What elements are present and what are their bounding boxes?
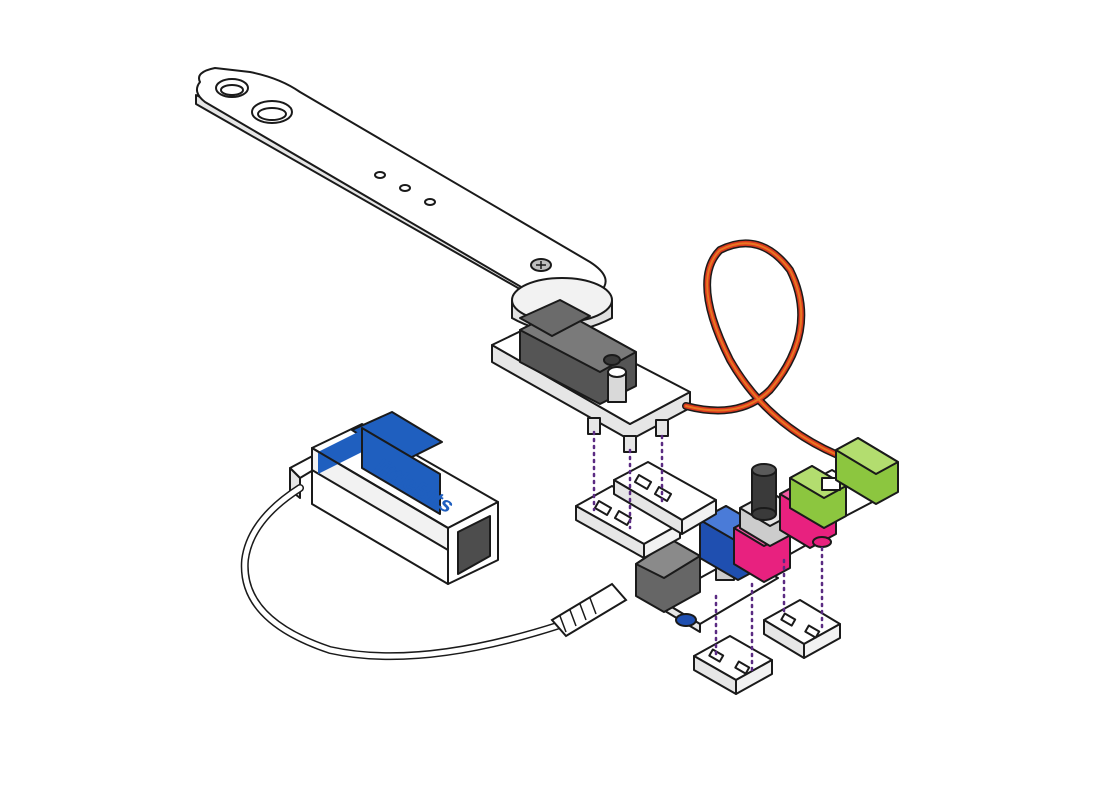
arm-screw-icon bbox=[530, 258, 552, 272]
servo-mount bbox=[491, 299, 691, 453]
mounting-shoe bbox=[763, 599, 841, 659]
mounting-shoe bbox=[575, 485, 681, 559]
battery-cable bbox=[240, 484, 564, 661]
battery-9v: littleBits bbox=[289, 411, 499, 585]
mounting-shoe bbox=[693, 635, 773, 695]
servo-swing-arm bbox=[195, 67, 607, 313]
servo-module bbox=[789, 437, 899, 529]
barrel-plug bbox=[550, 582, 628, 638]
assembly-guide-lines bbox=[592, 430, 824, 672]
servo-wire bbox=[682, 239, 854, 464]
